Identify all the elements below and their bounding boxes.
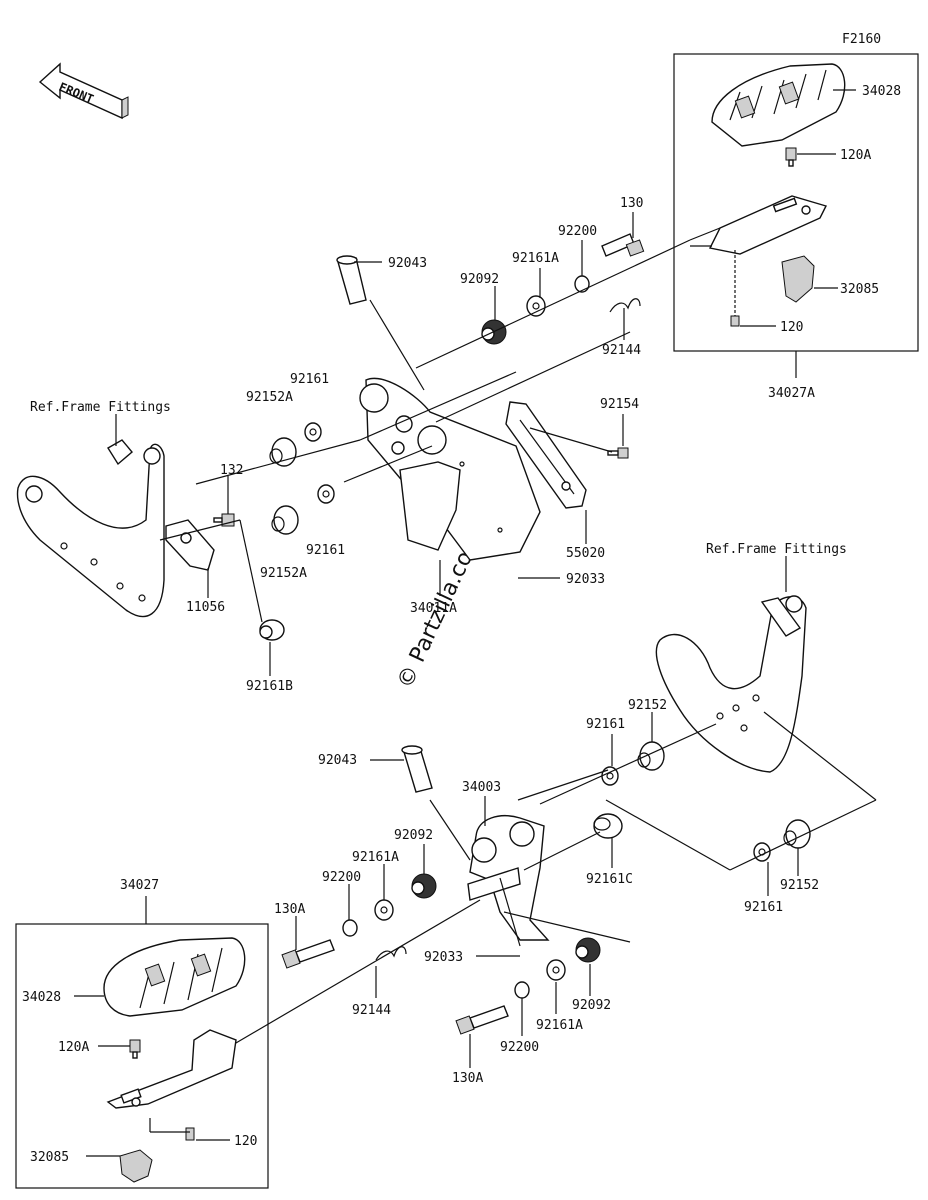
bracket-34003 xyxy=(467,815,550,941)
collar-92152-lower xyxy=(783,819,811,849)
label-92152A-a: 92152A xyxy=(246,390,293,405)
inset-box-34027 xyxy=(15,923,269,1189)
label-92161-a: 92161 xyxy=(290,372,329,387)
label-34003: 34003 xyxy=(462,780,501,795)
bolt-120A-bottom xyxy=(129,1039,141,1059)
bolt-130-top xyxy=(601,233,645,257)
washer-92161-lower xyxy=(317,484,335,504)
bolt-120-bottom xyxy=(185,1127,195,1141)
label-92144-bottom: 92144 xyxy=(352,1003,391,1018)
label-92200-bottom: 92200 xyxy=(500,1040,539,1055)
label-92154: 92154 xyxy=(600,397,639,412)
label-55020: 55020 xyxy=(566,546,605,561)
bolt-120A-top xyxy=(785,147,797,167)
label-92152-bottom: 92152 xyxy=(780,878,819,893)
label-92161-c: 92161 xyxy=(586,717,625,732)
peg-pad-32085-bottom xyxy=(119,1149,153,1183)
footpeg-rubber-bottom xyxy=(103,937,246,1017)
assembly-lines-bottom xyxy=(223,711,877,1051)
label-92043-top: 92043 xyxy=(388,256,427,271)
label-92152A-b: 92152A xyxy=(260,566,307,581)
label-ref-frame-right: Ref.Frame Fittings xyxy=(706,542,847,557)
collar-92092-mid xyxy=(411,873,437,899)
label-92161B: 92161B xyxy=(246,679,293,694)
label-32085-top: 32085 xyxy=(840,282,879,297)
label-92200-mid: 92200 xyxy=(322,870,361,885)
label-92152-top: 92152 xyxy=(628,698,667,713)
bolt-130A-mid xyxy=(281,939,335,969)
collar-92161C xyxy=(593,813,623,839)
label-130-top: 130 xyxy=(620,196,643,211)
label-92092-bottom: 92092 xyxy=(572,998,611,1013)
footpeg-body-bottom xyxy=(106,1029,237,1109)
washer-92161A-bottom xyxy=(546,959,566,981)
washer-92161-right-upper xyxy=(601,766,619,786)
label-92092-mid: 92092 xyxy=(394,828,433,843)
heel-plate-55020 xyxy=(505,401,587,509)
front-arrow-icon: FRONT xyxy=(38,62,129,120)
label-92043-bottom: 92043 xyxy=(318,753,357,768)
label-92161-b: 92161 xyxy=(306,543,345,558)
washer-92200-top xyxy=(574,275,590,293)
label-92200-top: 92200 xyxy=(558,224,597,239)
bolt-92154 xyxy=(607,447,629,459)
bolt-130A-bottom xyxy=(455,1005,509,1035)
spring-92144-bottom xyxy=(375,946,407,961)
part-labels: 34028 120A 32085 120 34027A 130 92200 92… xyxy=(22,84,901,1165)
label-132: 132 xyxy=(220,463,243,478)
collar-92161B xyxy=(259,619,285,641)
collar-92152A-upper xyxy=(269,437,297,467)
label-34028-top: 34028 xyxy=(862,84,901,99)
washer-92161A-top xyxy=(526,295,546,317)
label-92161C: 92161C xyxy=(586,872,633,887)
assembly-lines-top xyxy=(159,239,691,623)
pin-92043-bottom xyxy=(401,745,433,793)
washer-92200-bottom xyxy=(514,981,530,999)
peg-pad-32085-top xyxy=(781,255,815,303)
collar-92152-upper xyxy=(637,741,665,771)
label-120A-top: 120A xyxy=(840,148,871,163)
label-92033-bottom: 92033 xyxy=(424,950,463,965)
label-130A-bottom: 130A xyxy=(452,1071,483,1086)
collar-92152A-lower xyxy=(271,505,299,535)
label-120A-bottom: 120A xyxy=(58,1040,89,1055)
footpeg-body-top xyxy=(689,195,828,255)
washer-92161-upper xyxy=(304,422,322,442)
washer-92161A-mid xyxy=(374,899,394,921)
footpeg-rubber-top xyxy=(711,63,846,147)
bracket-34011A xyxy=(359,377,541,561)
label-34028-bottom: 34028 xyxy=(22,990,61,1005)
bracket-11056 xyxy=(165,519,215,571)
label-92033-top: 92033 xyxy=(566,572,605,587)
label-92161-d: 92161 xyxy=(744,900,783,915)
label-120-bottom: 120 xyxy=(234,1134,257,1149)
label-120-top: 120 xyxy=(780,320,803,335)
figure-code: F2160 xyxy=(842,32,881,47)
label-92161A-top: 92161A xyxy=(512,251,559,266)
label-32085-bottom: 32085 xyxy=(30,1150,69,1165)
label-130A-mid: 130A xyxy=(274,902,305,917)
spring-92144-top xyxy=(609,298,641,313)
label-11056: 11056 xyxy=(186,600,225,615)
collar-92092-bottom xyxy=(575,937,601,963)
pin-92043-top xyxy=(336,255,367,305)
label-34011A: 34011A xyxy=(410,601,457,616)
label-92161A-bottom: 92161A xyxy=(536,1018,583,1033)
label-34027A: 34027A xyxy=(768,386,815,401)
label-34027: 34027 xyxy=(120,878,159,893)
frame-bracket-right xyxy=(655,595,807,773)
label-92144-top: 92144 xyxy=(602,343,641,358)
washer-92200-mid xyxy=(342,919,358,937)
bolt-120-top xyxy=(730,315,740,327)
label-92161A-mid: 92161A xyxy=(352,850,399,865)
frame-bracket-left xyxy=(16,439,165,618)
leader-lines xyxy=(115,212,799,1068)
label-ref-frame-left: Ref.Frame Fittings xyxy=(30,400,171,415)
label-92092-top: 92092 xyxy=(460,272,499,287)
